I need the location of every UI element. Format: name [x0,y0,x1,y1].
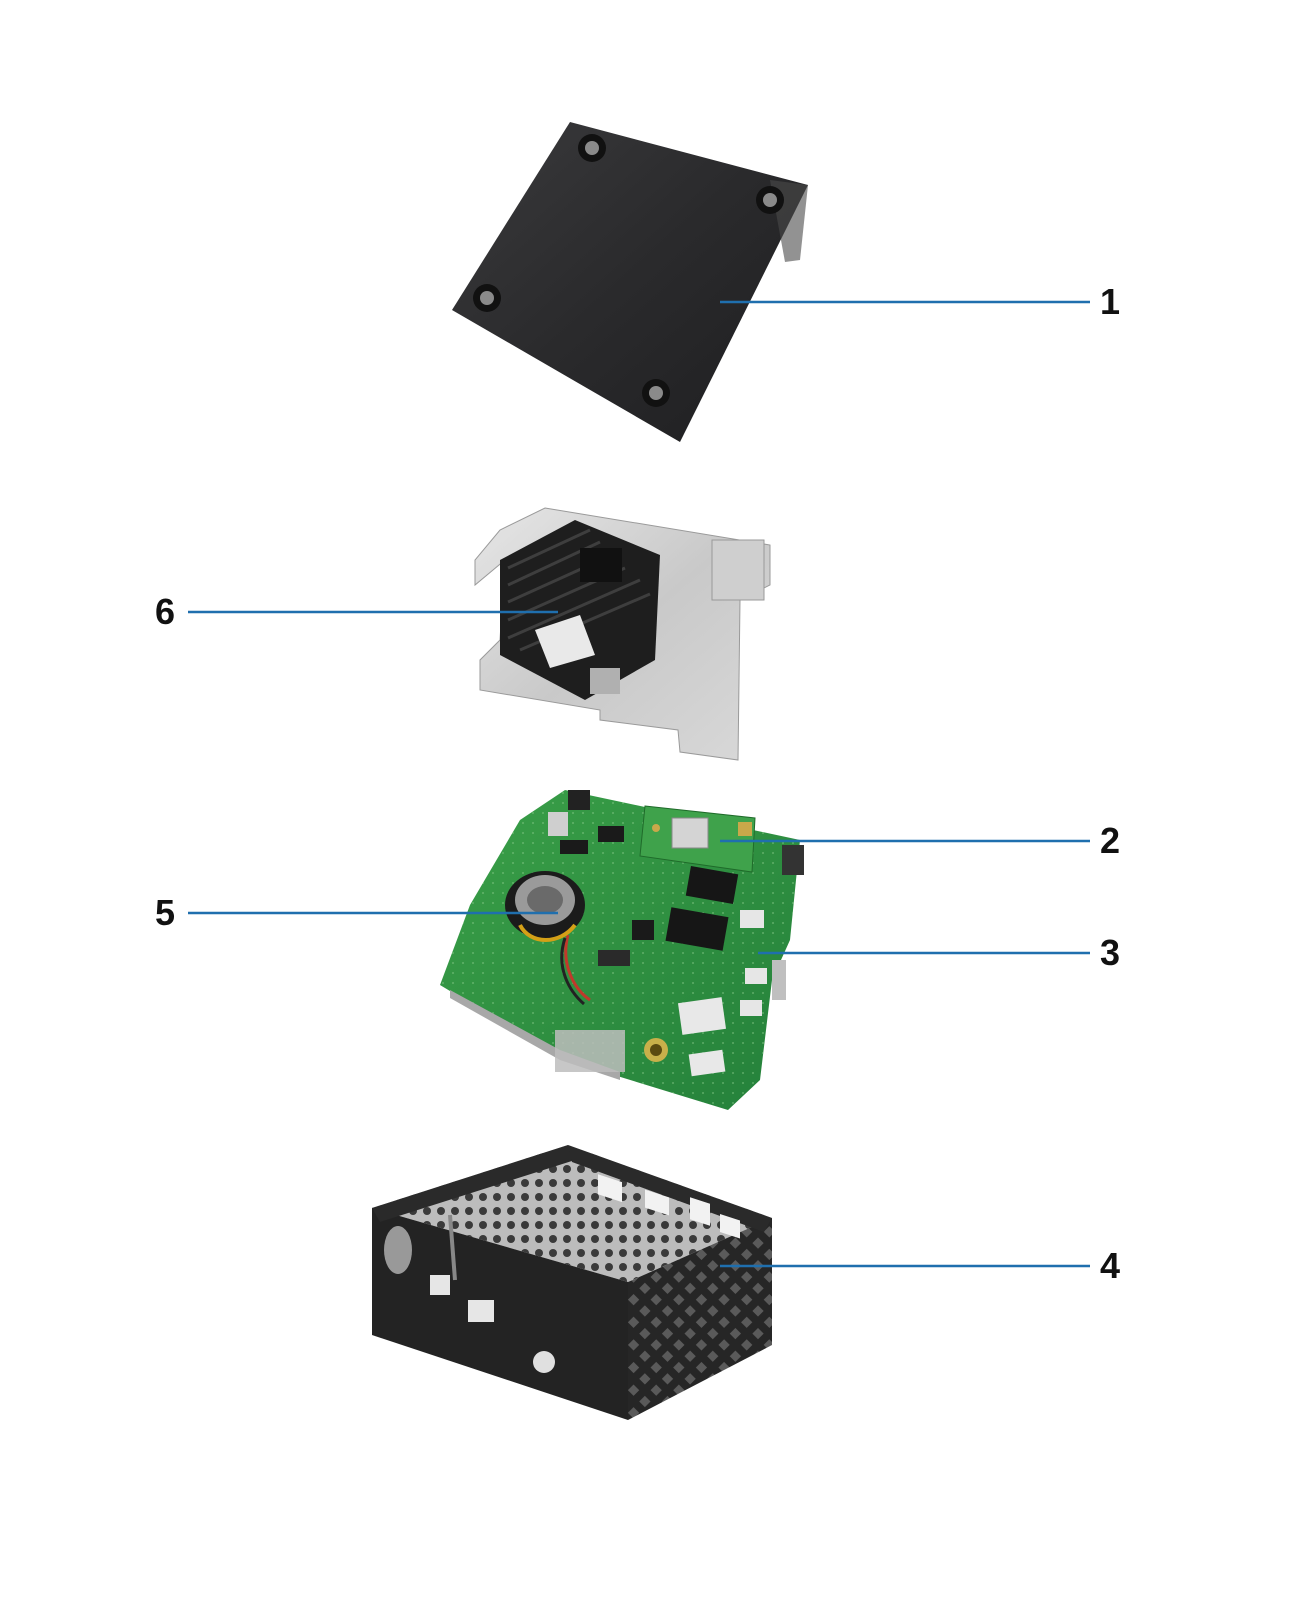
wlan-card [639,805,756,873]
base-cover [452,122,808,442]
callout-4: 4 [1100,1245,1121,1286]
cover-screw [642,379,670,407]
cover-screw [756,186,784,214]
callout-3: 3 [1100,932,1121,973]
callout-1: 1 [1100,281,1121,322]
system-board [440,790,804,1110]
heat-sink [474,507,771,761]
cover-screw [578,134,606,162]
dell-logo-icon [384,1226,412,1274]
callout-5: 5 [155,892,176,933]
leader-lines [188,300,1090,1268]
chassis-rear-ports [598,1174,740,1239]
callout-2: 2 [1100,820,1121,861]
callout-6: 6 [155,591,176,632]
chassis [372,1145,772,1420]
cover-screw [473,284,501,312]
